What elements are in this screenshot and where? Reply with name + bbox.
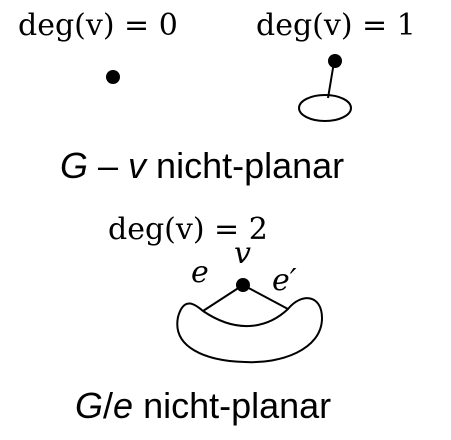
isolated-vertex	[106, 70, 120, 84]
edge-e	[202, 284, 244, 312]
caption-top-vertex: v	[128, 145, 148, 186]
edge-label-e-prime: e′	[272, 263, 297, 298]
pendant-vertex	[328, 54, 342, 68]
edge-label-e: e	[191, 255, 209, 290]
caption-top: G – v nicht-planar	[60, 145, 344, 186]
vertex-label-v: v	[234, 236, 251, 271]
caption-top-minus: –	[88, 145, 128, 186]
pendant-edge	[327, 61, 335, 99]
edge-e-prime	[242, 284, 289, 310]
caption-top-text: nicht-planar	[146, 145, 344, 186]
degree-two-vertex	[236, 278, 250, 292]
deg0-label: deg(v) = 0	[18, 8, 178, 43]
caption-bottom-text: nicht-planar	[133, 385, 331, 426]
caption-bottom: G/e nicht-planar	[75, 385, 331, 426]
case-deg0: deg(v) = 0	[18, 8, 178, 84]
deg2-label: deg(v) = 2	[108, 212, 268, 247]
rest-graph-blob	[298, 94, 352, 122]
case-deg1: deg(v) = 1	[256, 8, 416, 122]
case-deg2: deg(v) = 2 v e e′	[108, 212, 324, 364]
caption-bottom-graph: G	[75, 385, 103, 426]
caption-bottom-slash: /	[103, 385, 113, 426]
deg1-label: deg(v) = 1	[256, 8, 416, 43]
rest-graph-blob-2	[176, 297, 324, 364]
caption-bottom-edge: e	[113, 385, 133, 426]
caption-top-graph: G	[60, 145, 88, 186]
